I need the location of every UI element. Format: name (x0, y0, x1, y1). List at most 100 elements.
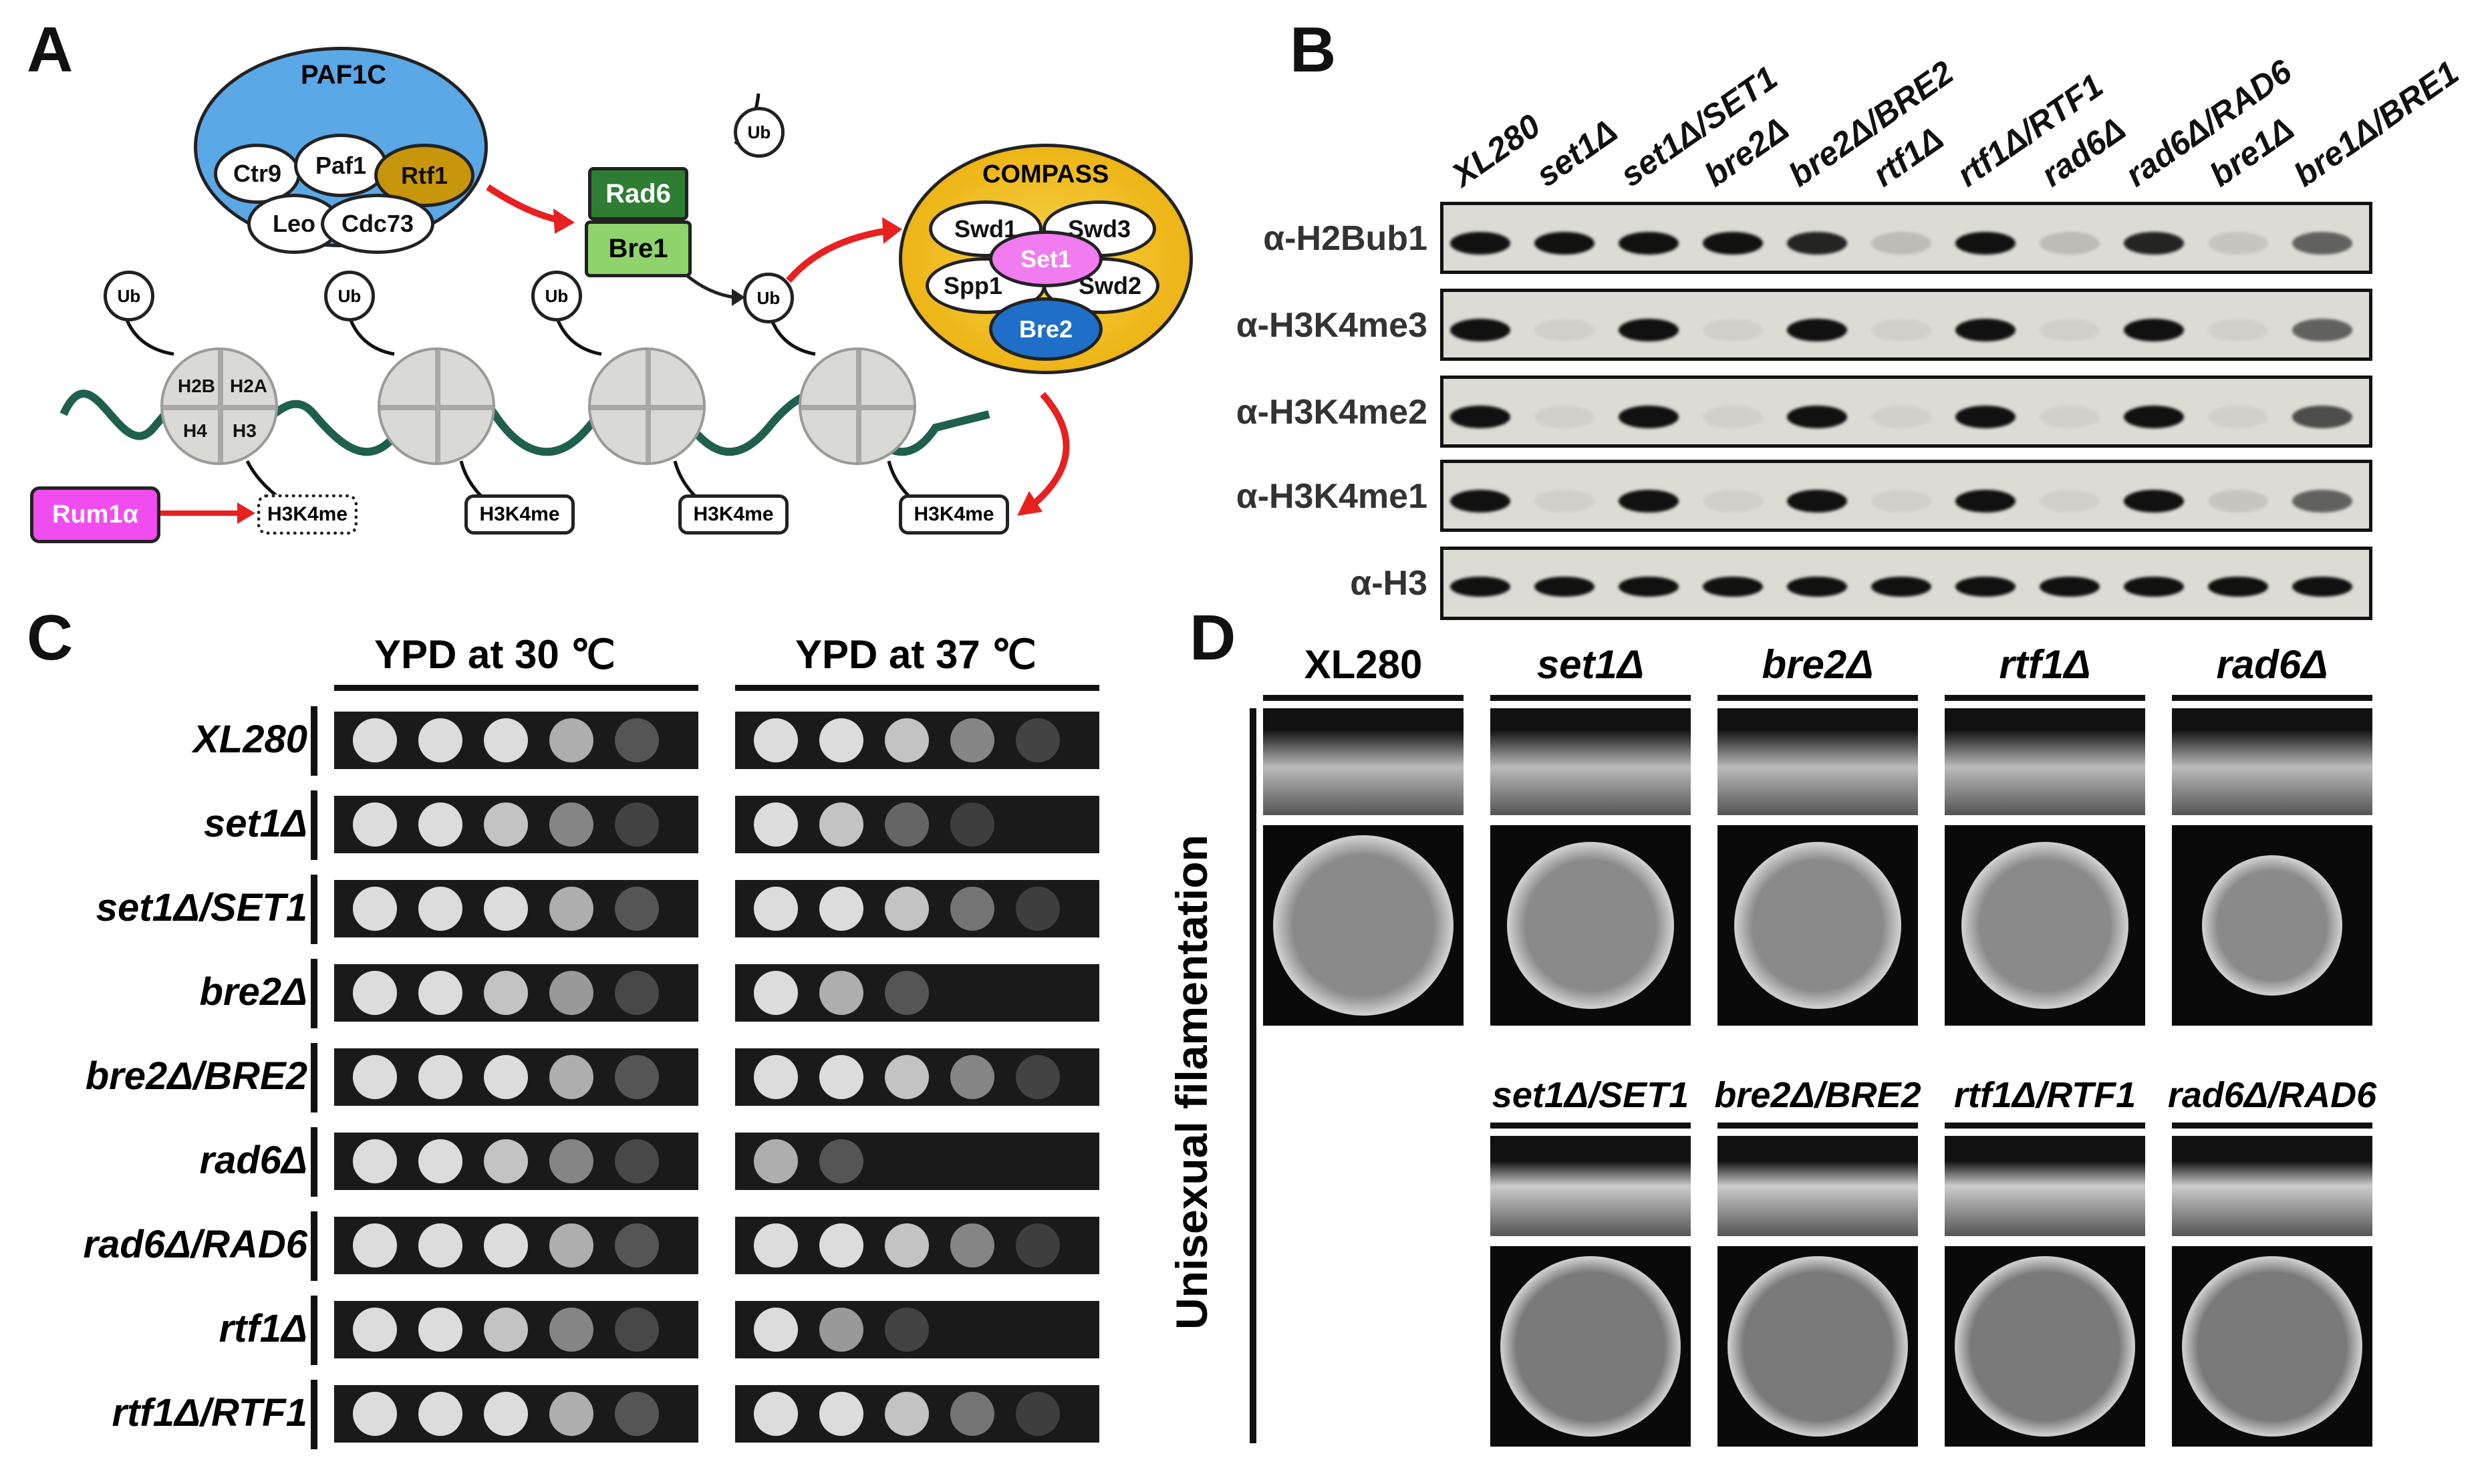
panel-label-d: D (1190, 602, 1236, 674)
colony (1507, 842, 1674, 1009)
blot-band (1955, 232, 2016, 255)
plate-30 (334, 796, 698, 853)
strain-header: rad6Δ/RAD6 (2167, 1075, 2377, 1115)
blot-band (1450, 490, 1510, 512)
row-bar (311, 1127, 317, 1197)
header-bar (2172, 1123, 2372, 1129)
colony (2202, 855, 2342, 996)
blot-band (1787, 319, 1847, 341)
plate-30 (334, 1301, 698, 1358)
row-bar (311, 706, 317, 776)
colony-spot (615, 1392, 659, 1436)
colony-spot (1016, 718, 1060, 762)
paf1-node: Paf1 (294, 134, 388, 197)
plate-37 (735, 1217, 1099, 1274)
filament-closeup (1490, 708, 1691, 815)
colony-spot (615, 802, 659, 847)
blot-band (1619, 490, 1679, 512)
colony-spot (950, 718, 994, 762)
colony-spot (950, 1055, 994, 1099)
blot-band (2292, 319, 2352, 341)
histone-h2b-label: H2B (178, 376, 216, 396)
colony-spot (418, 1055, 462, 1099)
header-bar (2172, 695, 2372, 701)
nucleosome-4 (799, 347, 916, 465)
colony-spot (615, 718, 659, 762)
nucleosome-2 (378, 347, 495, 465)
plate-30 (334, 880, 698, 937)
strain-label: rtf1Δ/RTF1 (112, 1391, 307, 1435)
colony-spot (950, 1392, 994, 1436)
row-bar (311, 1211, 317, 1281)
colony-spot (1016, 1055, 1060, 1099)
colony-spot (754, 887, 798, 931)
ub-icon-top: Ub (734, 107, 785, 158)
colony-plate (2172, 1246, 2372, 1447)
colony-spot (885, 1392, 929, 1436)
plate-37 (735, 964, 1099, 1022)
blot-band (1703, 406, 1763, 428)
colony-spot (418, 887, 462, 931)
strain-header: rtf1Δ/RTF1 (1953, 1075, 2136, 1115)
colony-spot (418, 1223, 462, 1268)
h3k4me-tag-1: H3K4me (257, 494, 358, 535)
compass-title: COMPASS (982, 160, 1109, 188)
ub-icon-mid: Ub (743, 273, 794, 323)
blot-band (2040, 406, 2100, 428)
plate-30 (334, 1385, 698, 1443)
colony-spot (754, 1223, 798, 1268)
colony-spot (950, 887, 994, 931)
filament-closeup (2172, 1136, 2372, 1236)
blot-band (1534, 319, 1595, 341)
plate-37 (735, 880, 1099, 937)
blot-strip (1440, 202, 2372, 274)
strain-header: XL280 (1304, 642, 1423, 687)
colony-spot (819, 971, 863, 1015)
blot-band (1871, 490, 1931, 512)
colony-spot (754, 1139, 798, 1183)
colony-spot (615, 971, 659, 1015)
blot-band (1450, 232, 1510, 255)
colony-spot (549, 1055, 593, 1099)
colony-plate (1490, 1246, 1691, 1447)
blot-band (1534, 232, 1595, 255)
row-bar (311, 1043, 317, 1112)
header-bar (1717, 695, 1918, 701)
filamentation-vbar (1250, 708, 1256, 1443)
strain-header: set1Δ/SET1 (1492, 1075, 1689, 1115)
plate-30 (334, 1048, 698, 1106)
nucleosome-1: H2B H2A H4 H3 (160, 347, 278, 465)
strain-label: set1Δ (203, 802, 307, 845)
h3k4me-tag-4: H3K4me (899, 494, 1009, 535)
rum1-box: Rum1α (30, 486, 160, 543)
lane-label: bre2Δ/BRE2 (1782, 53, 1961, 194)
set1-node: Set1 (989, 231, 1103, 287)
blot-band (1871, 232, 1931, 255)
colony-spot (754, 971, 798, 1015)
colony-spot (885, 718, 929, 762)
colony-plate (1717, 1246, 1918, 1447)
panel-label-b: B (1290, 14, 1337, 86)
strain-label: bre2Δ/BRE2 (85, 1054, 307, 1098)
strain-header: set1Δ (1536, 642, 1645, 687)
colony-spot (549, 1223, 593, 1268)
plate-37 (735, 796, 1099, 853)
header-bar (1263, 695, 1464, 701)
blot-band (1619, 319, 1679, 341)
blot-band (2208, 319, 2268, 341)
colony-spot (950, 802, 994, 847)
colony-plate (1945, 825, 2145, 1026)
header-bar (1490, 1123, 1691, 1129)
rad6-box: Rad6 (588, 167, 688, 220)
filament-closeup (1717, 1136, 1918, 1236)
colony-spot (353, 802, 397, 847)
blot-band (1787, 490, 1847, 512)
colony-spot (418, 718, 462, 762)
condition-30-label: YPD at 30 ℃ (374, 632, 615, 677)
h3k4me-tag-3: H3K4me (678, 494, 789, 535)
colony-spot (549, 971, 593, 1015)
rtf1-node: Rtf1 (374, 144, 474, 207)
colony-spot (549, 1392, 593, 1436)
blot-band (1703, 490, 1763, 512)
colony-spot (418, 1308, 462, 1352)
